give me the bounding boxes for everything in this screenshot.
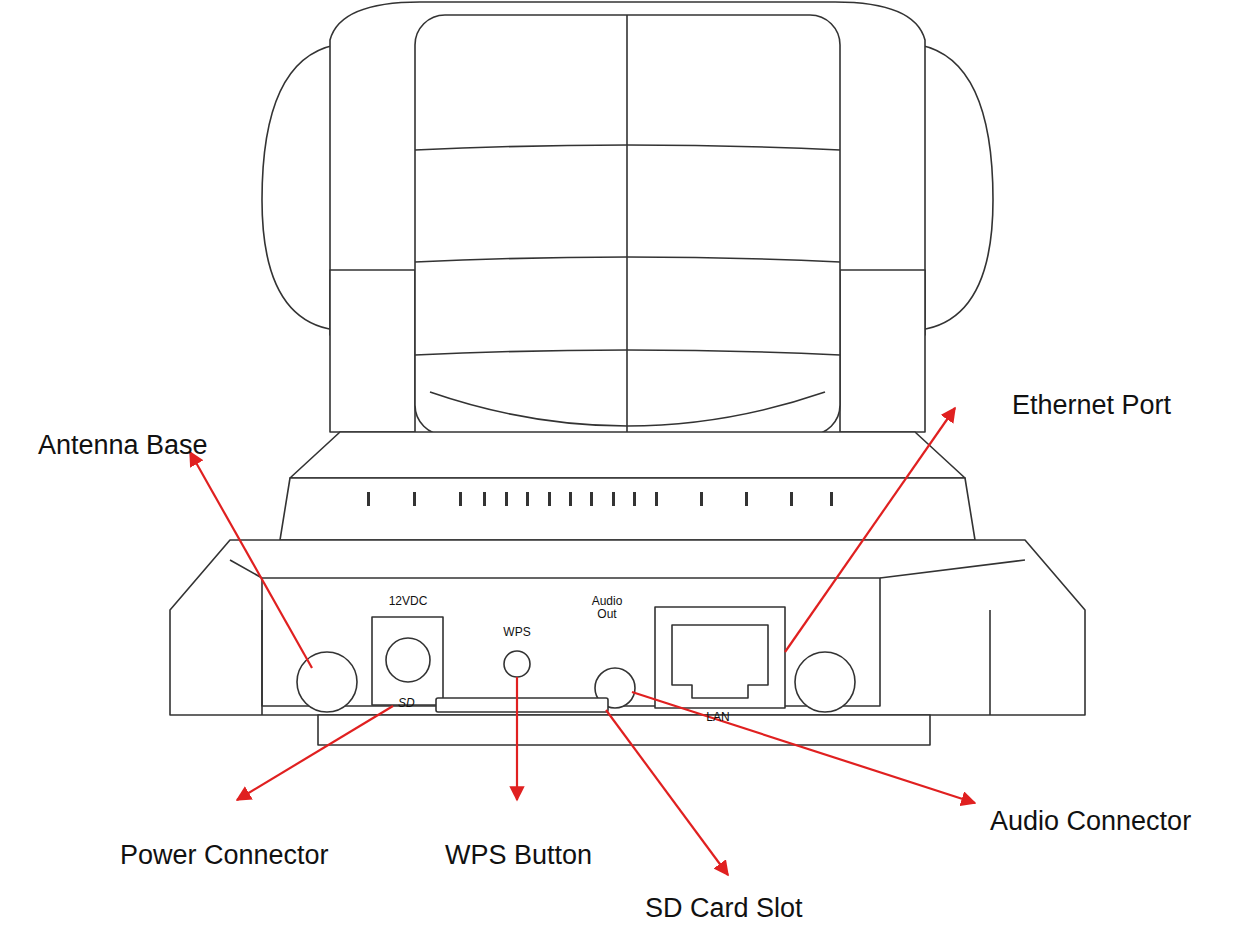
- port-marking: SD: [398, 697, 424, 710]
- seam-line: [415, 257, 840, 262]
- vent: [830, 492, 833, 506]
- vent: [367, 492, 370, 506]
- callout-label: Audio Connector: [990, 806, 1252, 836]
- vent: [790, 492, 793, 506]
- port-marking: WPS: [492, 626, 542, 639]
- sd-slot: [436, 698, 608, 712]
- vent: [745, 492, 748, 506]
- wps-button: [504, 651, 530, 677]
- vent: [700, 492, 703, 506]
- port-marking: LAN: [693, 711, 743, 724]
- vent: [569, 492, 572, 506]
- head-arm: [330, 270, 415, 432]
- leader-arrow: [516, 677, 518, 800]
- vent: [590, 492, 593, 506]
- vent: [459, 492, 462, 506]
- vent: [413, 492, 416, 506]
- port-marking: 12VDC: [373, 595, 443, 608]
- vent: [655, 492, 658, 506]
- callout-label: Ethernet Port: [1012, 390, 1252, 420]
- callout-label: Power Connector: [120, 840, 400, 870]
- vent: [526, 492, 529, 506]
- head-arm: [840, 270, 925, 432]
- callout-label: WPS Button: [445, 840, 665, 870]
- stand: [318, 715, 930, 745]
- head-side: [920, 45, 993, 330]
- antenna-base: [297, 652, 357, 712]
- leader-arrow: [606, 710, 728, 875]
- seam-line: [415, 350, 840, 355]
- port-marking: Audio Out: [587, 595, 627, 621]
- leader-arrow: [632, 692, 975, 803]
- antenna-base: [795, 652, 855, 712]
- vent: [612, 492, 615, 506]
- vent: [548, 492, 551, 506]
- vent: [483, 492, 486, 506]
- head-side: [262, 45, 335, 330]
- seam-line: [626, 15, 628, 440]
- lan-frame: [655, 607, 785, 708]
- leader-arrow: [190, 452, 312, 668]
- power-jack-frame: [372, 617, 443, 705]
- panel-edge: [230, 560, 1025, 578]
- seam-line: [415, 145, 840, 150]
- leader-arrow: [785, 408, 955, 652]
- callout-label: Antenna Base: [38, 430, 298, 460]
- vent: [505, 492, 508, 506]
- panel-edge: [261, 610, 263, 715]
- lan-jack: [672, 625, 768, 698]
- base-body: [170, 540, 1085, 715]
- power-jack: [386, 638, 430, 682]
- base-top: [290, 432, 965, 478]
- leader-arrow: [237, 706, 393, 800]
- panel-edge: [989, 610, 991, 715]
- vent: [633, 492, 636, 506]
- neck-curve: [430, 392, 825, 426]
- callout-label: SD Card Slot: [645, 893, 885, 923]
